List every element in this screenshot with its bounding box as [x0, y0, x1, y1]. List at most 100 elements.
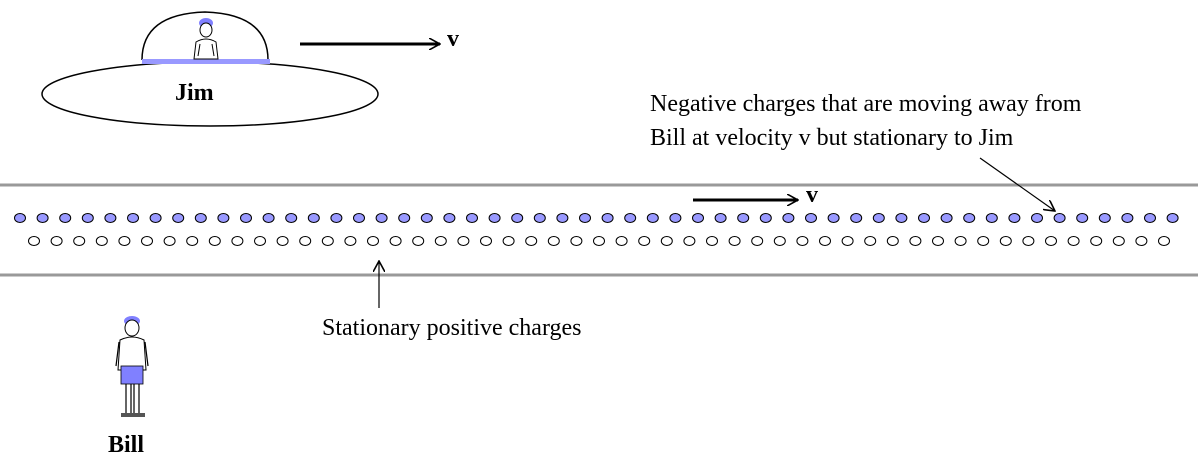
negative-charge: [512, 214, 523, 223]
negative-charge: [376, 214, 387, 223]
positive-charge: [164, 237, 175, 246]
positive-charge: [571, 237, 582, 246]
ship-velocity-label: v: [447, 26, 459, 53]
negative-charge: [128, 214, 139, 223]
positive-charge: [1136, 237, 1147, 246]
positive-charge: [910, 237, 921, 246]
positive-charge: [390, 237, 401, 246]
negative-charge: [308, 214, 319, 223]
negative-charge: [444, 214, 455, 223]
positive-charge: [1159, 237, 1170, 246]
positive-charge: [232, 237, 243, 246]
negative-charge: [896, 214, 907, 223]
positive-charge: [187, 237, 198, 246]
positive-charge: [774, 237, 785, 246]
negative-charge: [421, 214, 432, 223]
positive-charge: [142, 237, 153, 246]
negative-charge: [828, 214, 839, 223]
positive-charge: [707, 237, 718, 246]
positive-charge: [526, 237, 537, 246]
negative-charge: [941, 214, 952, 223]
negative-charge: [37, 214, 48, 223]
positive-charge: [1023, 237, 1034, 246]
positive-charge: [413, 237, 424, 246]
positive-charge: [96, 237, 107, 246]
negative-charges-annotation-line2: Bill at velocity v but stationary to Jim: [650, 121, 1013, 155]
negative-charge: [60, 214, 71, 223]
negative-charges-row: [15, 214, 1179, 223]
negative-charge: [150, 214, 161, 223]
positive-charge: [503, 237, 514, 246]
negative-charge: [806, 214, 817, 223]
negative-charge: [1099, 214, 1110, 223]
spaceship: [42, 12, 378, 126]
negative-charge: [760, 214, 771, 223]
positive-charge: [1000, 237, 1011, 246]
negative-charge: [625, 214, 636, 223]
positive-charge: [1046, 237, 1057, 246]
negative-charge: [241, 214, 252, 223]
positive-charge: [322, 237, 333, 246]
negative-charge: [195, 214, 206, 223]
positive-charge: [548, 237, 559, 246]
negative-charge: [873, 214, 884, 223]
positive-charge: [277, 237, 288, 246]
negative-charge: [693, 214, 704, 223]
positive-charges-annotation: Stationary positive charges: [322, 311, 582, 345]
negative-charge: [964, 214, 975, 223]
positive-charge: [1068, 237, 1079, 246]
negative-charge: [1077, 214, 1088, 223]
jim-label: Jim: [175, 80, 214, 107]
positive-charge: [639, 237, 650, 246]
negative-charge: [15, 214, 26, 223]
positive-charge: [616, 237, 627, 246]
negative-charge: [534, 214, 545, 223]
positive-charge: [300, 237, 311, 246]
negative-charge: [489, 214, 500, 223]
negative-charge: [783, 214, 794, 223]
positive-charge: [842, 237, 853, 246]
positive-charge: [594, 237, 605, 246]
wire-velocity-label: v: [806, 182, 818, 209]
negative-charge: [986, 214, 997, 223]
negative-charge: [218, 214, 229, 223]
negative-charge: [1122, 214, 1133, 223]
positive-charge: [435, 237, 446, 246]
positive-charge: [978, 237, 989, 246]
negative-charge: [1145, 214, 1156, 223]
positive-charges-row: [29, 237, 1170, 246]
positive-charge: [955, 237, 966, 246]
positive-charge: [684, 237, 695, 246]
negative-charge: [580, 214, 591, 223]
positive-charge: [797, 237, 808, 246]
bill-label: Bill: [108, 432, 144, 459]
negative-charge: [82, 214, 93, 223]
positive-charge: [887, 237, 898, 246]
negative-charge: [105, 214, 116, 223]
positive-charge: [368, 237, 379, 246]
negative-charge: [647, 214, 658, 223]
negative-charge: [602, 214, 613, 223]
negative-charge: [738, 214, 749, 223]
positive-charge: [752, 237, 763, 246]
negative-charge: [399, 214, 410, 223]
positive-charge: [119, 237, 130, 246]
negative-charges-annotation-line1: Negative charges that are moving away fr…: [650, 87, 1081, 121]
negative-charge: [286, 214, 297, 223]
positive-charge: [255, 237, 266, 246]
negative-charge: [851, 214, 862, 223]
positive-charge: [1113, 237, 1124, 246]
positive-charge: [209, 237, 220, 246]
negative-charge: [173, 214, 184, 223]
positive-charge: [933, 237, 944, 246]
positive-charge: [820, 237, 831, 246]
positive-charge: [51, 237, 62, 246]
positive-charge: [729, 237, 740, 246]
positive-charge: [865, 237, 876, 246]
negative-charge: [354, 214, 365, 223]
negative-charge: [1054, 214, 1065, 223]
positive-charge: [1091, 237, 1102, 246]
positive-charge: [29, 237, 40, 246]
